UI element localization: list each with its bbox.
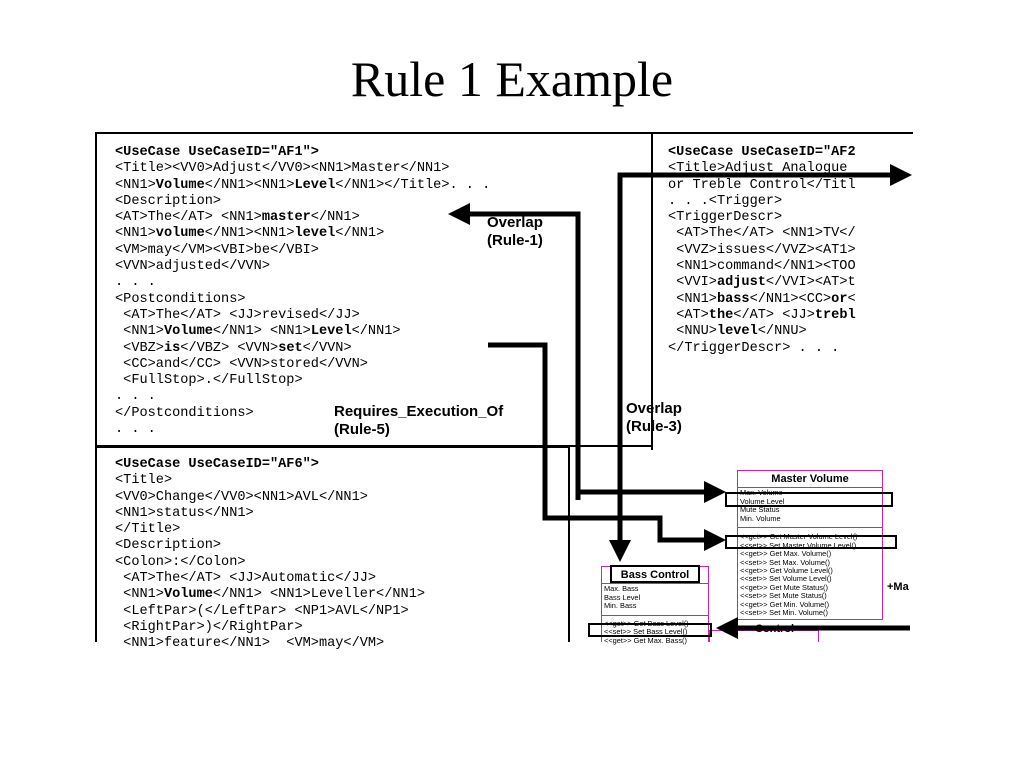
- usecase-af6-box: <UseCase UseCaseID="AF6"><Title><VV0>Cha…: [95, 445, 570, 651]
- usecase-af1-code-line: <CC>and</CC> <VVN>stored</VVN>: [115, 356, 368, 372]
- usecase-af6-code-line: <Title>: [115, 473, 173, 489]
- usecase-af1-code-line: <VM>may</VM><VBI>be</VBI>: [115, 242, 319, 258]
- usecase-af6-code-line: <UseCase UseCaseID="AF6">: [115, 457, 319, 472]
- overlap-rule1-arrowhead: [448, 203, 470, 225]
- usecase-af2-code-line: <VVZ>issues</VVZ><AT1>: [668, 242, 856, 258]
- usecase-af2-code-line: <UseCase UseCaseID="AF2: [668, 145, 856, 160]
- usecase-af6-code-line: <LeftPar>(</LeftPar> <NP1>AVL</NP1>: [115, 603, 409, 619]
- usecase-af1-code-line: <Postconditions>: [115, 291, 246, 307]
- overlap-rule3-label: Overlap (Rule-3): [626, 400, 682, 435]
- bass-control-operation: <<set>> Set Bass Level(): [604, 627, 688, 637]
- master-volume-side-label: +Ma: [887, 581, 909, 593]
- usecase-af2-code-line: </TriggerDescr> . . .: [668, 340, 840, 356]
- usecase-af1-code-line: . . .: [115, 389, 156, 405]
- slide-title: Rule 1 Example: [350, 51, 674, 107]
- usecase-af1-code-line: <UseCase UseCaseID="AF1">: [115, 145, 319, 160]
- requires-execution-rule5-label: Requires_Execution_Of (Rule-5): [334, 403, 504, 438]
- usecase-af2-code-line: <AT>The</AT> <NN1>TV</: [668, 226, 856, 242]
- usecase-af6-code-line: <VV0>Change</VV0><NN1>AVL</NN1>: [115, 489, 368, 505]
- highlight-volume-level-attr: [725, 492, 893, 507]
- master-volume-operation: <<set>> Set Volume Level(): [740, 574, 832, 584]
- overlap-rule3-arrow: [617, 172, 895, 548]
- bass-control-attribute: Min. Bass: [604, 601, 637, 611]
- overlap-rule3-arrowhead: [890, 164, 912, 186]
- master-volume-attribute: Min. Volume: [740, 513, 781, 523]
- master-volume-class-name: Master Volume: [738, 471, 882, 488]
- highlight-bass-control-name: [610, 565, 700, 583]
- usecase-af2-code-line: <TriggerDescr>: [668, 210, 783, 226]
- usecase-af1-code-line: <AT>The</AT> <JJ>revised</JJ>: [115, 307, 360, 323]
- usecase-af1-code-line: <FullStop>.</FullStop>: [115, 373, 303, 389]
- usecase-af2-box: <UseCase UseCaseID="AF2<Title>Adjust Ana…: [651, 132, 913, 450]
- bass-control-class-name: Bass Control: [602, 567, 708, 584]
- usecase-af2-code-line: <AT>the</AT> <JJ>trebl: [668, 307, 856, 323]
- usecase-af6-code-line: <Description>: [115, 538, 222, 554]
- usecase-af6-code-line: <NN1>status</NN1>: [115, 505, 254, 521]
- bass-control-attribute: Max. Bass: [604, 584, 639, 593]
- master-volume-operation: <<get>> Get Volume Level(): [740, 566, 833, 575]
- usecase-af1-code-line: . . .: [115, 275, 156, 291]
- usecase-af6-code-line: </Title>: [115, 522, 181, 538]
- requires-execution-arrow: [488, 342, 708, 543]
- usecase-af6-code-line: <NN1>Volume</NN1> <NN1>Leveller</NN1>: [115, 587, 426, 603]
- overlap-rule3-down-arrowhead: [609, 540, 631, 562]
- usecase-af6-code-line: <NN1>feature</NN1> <VM>may</VM>: [115, 636, 385, 652]
- requires-execution-arrowhead: [704, 529, 726, 551]
- master-volume-attribute: Volume Level: [740, 496, 785, 506]
- usecase-af1-code-line: </Postconditions>: [115, 405, 254, 421]
- usecase-af1-code-line: <Description>: [115, 193, 222, 209]
- bass-control-attribute: Bass Level: [604, 592, 641, 602]
- usecase-af1-code-line: <NN1>volume</NN1><NN1>level</NN1>: [115, 226, 385, 242]
- master-volume-operation: <<get>> Get Min. Volume(): [740, 599, 830, 609]
- usecase-af1-code-line: <NN1>Volume</NN1> <NN1>Level</NN1>: [115, 324, 401, 340]
- master-volume-operation: <<set>> Set Master Volume Level(): [740, 540, 857, 550]
- usecase-af1-box: <UseCase UseCaseID="AF1"><Title><VV0>Adj…: [95, 132, 653, 447]
- overlap-rule1-label: Overlap (Rule-1): [487, 214, 543, 249]
- usecase-af2-code-line: <NN1>command</NN1><TOO: [668, 259, 856, 275]
- usecase-af1-code-line: <Title><VV0>Adjust</VV0><NN1>Master</NN1…: [115, 161, 450, 177]
- usecase-af1-code: <UseCase UseCaseID="AF1"><Title><VV0>Adj…: [115, 145, 490, 438]
- overlap-rule1-arrow: [468, 211, 581, 500]
- master-volume-attribute: Mute Status: [740, 505, 780, 515]
- usecase-af1-code-line: . . .: [115, 422, 156, 438]
- volume-level-arrowhead: [704, 481, 726, 503]
- master-volume-operation: <<set>> Set Mute Status(): [740, 591, 827, 601]
- usecase-af6-code: <UseCase UseCaseID="AF6"><Title><VV0>Cha…: [115, 457, 425, 653]
- usecase-af2-code-line: . . .<Trigger>: [668, 193, 783, 209]
- usecase-af1-code-line: <NN1>Volume</NN1><NN1>Level</NN1></Title…: [115, 177, 491, 193]
- usecase-af1-code-line: <VBZ>is</VBZ> <VVN>set</VVN>: [115, 340, 352, 356]
- usecase-af6-code-line: <AT>The</AT> <JJ>Automatic</JJ>: [115, 571, 377, 587]
- usecase-af2-code-line: <NN1>bass</NN1><CC>or<: [668, 291, 856, 307]
- usecase-af6-code-line: <RightPar>)</RightPar>: [115, 619, 303, 635]
- usecase-af1-code-line: <VVN>adjusted</VVN>: [115, 259, 270, 275]
- usecase-af6-code-line: <Colon>:</Colon>: [115, 554, 246, 570]
- master-volume-operation: <<get>> Get Mute Status(): [740, 582, 828, 592]
- highlight-set-master-volume-op: [725, 535, 897, 549]
- usecase-af2-code-line: <VVI>adjust</VVI><AT>t: [668, 275, 856, 291]
- highlight-set-bass-level-op: [588, 623, 712, 637]
- master-volume-operation: <<set>> Set Max. Volume(): [740, 557, 830, 567]
- master-volume-operation: <<set>> Set Min. Volume(): [740, 608, 828, 618]
- bass-control-operation: <<get>> Get Max. Bass(): [604, 635, 687, 645]
- bass-level-arrowhead: [716, 617, 738, 639]
- master-volume-operation: <<get>> Get Max. Volume(): [740, 549, 832, 559]
- usecase-af2-code-line: or Treble Control</Titl: [668, 177, 856, 193]
- usecase-af1-code-line: <AT>The</AT> <NN1>master</NN1>: [115, 210, 360, 226]
- usecase-af2-code-line: <NNU>level</NNU>: [668, 324, 807, 340]
